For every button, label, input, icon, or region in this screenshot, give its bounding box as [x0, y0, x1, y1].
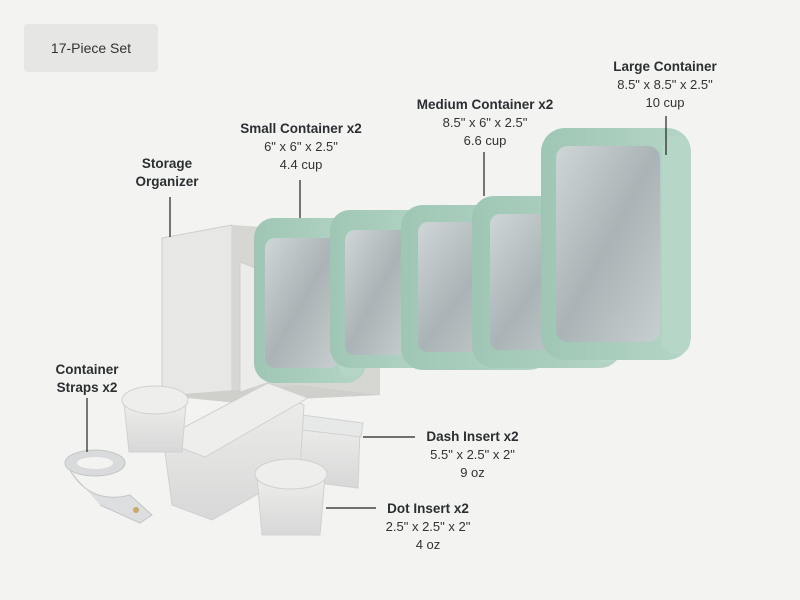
piece-count-badge: 17-Piece Set [24, 24, 158, 72]
container-straps-line2: Straps x2 [56, 380, 118, 395]
small-container-volume: 4.4 cup [279, 157, 323, 172]
dot-insert [121, 385, 189, 453]
dot-insert-dimensions: 2.5" x 2.5" x 2" [385, 519, 471, 534]
dot-insert-title: Dot Insert x2 [387, 501, 469, 516]
small-container-label: Small Container x2 6" x 6" x 2.5" 4.4 cu… [226, 120, 376, 174]
large-container [541, 128, 691, 360]
dot-insert-volume: 4 oz [415, 537, 441, 552]
small-container-title: Small Container x2 [240, 121, 362, 136]
piece-count-text: 17-Piece Set [50, 40, 132, 56]
medium-container-label: Medium Container x2 8.5" x 6" x 2.5" 6.6… [400, 96, 570, 150]
dash-insert-title: Dash Insert x2 [426, 429, 519, 444]
storage-organizer-line1: Storage [141, 156, 193, 171]
container-straps-label: Container Straps x2 [42, 361, 132, 397]
large-container-title: Large Container [613, 59, 717, 74]
dot-insert-label: Dot Insert x2 2.5" x 2.5" x 2" 4 oz [373, 500, 483, 554]
dash-insert-dimensions: 5.5" x 2.5" x 2" [430, 447, 515, 462]
medium-container-dimensions: 8.5" x 6" x 2.5" [442, 115, 528, 130]
dash-insert [158, 382, 310, 521]
medium-container-title: Medium Container x2 [416, 97, 554, 112]
dash-insert-volume: 9 oz [460, 465, 485, 480]
large-container-label: Large Container 8.5" x 8.5" x 2.5" 10 cu… [595, 58, 735, 112]
storage-organizer-line2: Organizer [135, 174, 199, 189]
container-straps-line1: Container [55, 362, 119, 377]
leader-lines [86, 116, 667, 509]
large-container-volume: 10 cup [645, 95, 685, 110]
container-straps [64, 449, 153, 524]
storage-organizer-label: Storage Organizer [122, 155, 212, 191]
medium-container-volume: 6.6 cup [463, 133, 507, 148]
small-container-dimensions: 6" x 6" x 2.5" [264, 139, 338, 154]
dash-insert-label: Dash Insert x2 5.5" x 2.5" x 2" 9 oz [415, 428, 530, 482]
dot-insert [254, 458, 328, 536]
large-container-dimensions: 8.5" x 8.5" x 2.5" [617, 77, 713, 92]
